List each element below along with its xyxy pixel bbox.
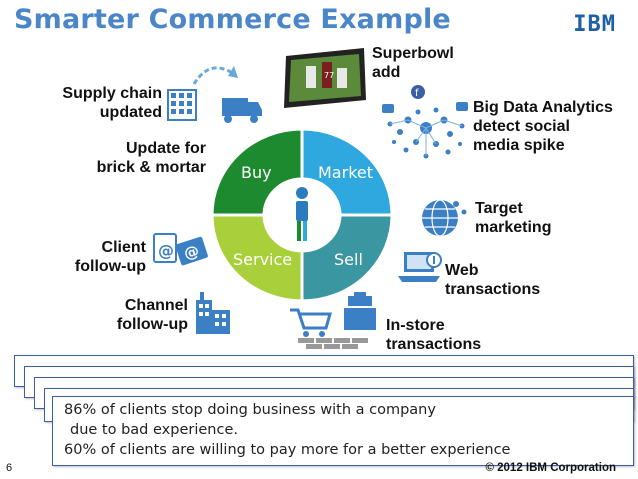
svg-text:77: 77 — [324, 71, 334, 80]
curved-arrow-icon — [192, 66, 238, 85]
instore-line1: In-store — [386, 317, 445, 334]
svg-text:@: @ — [182, 241, 202, 263]
person-icon — [296, 187, 308, 241]
ibm-logo: IBM — [573, 12, 616, 37]
web-line1: Web — [445, 262, 479, 279]
target-line1: Target — [475, 200, 523, 217]
svg-text:@: @ — [158, 241, 174, 260]
instore-line2: transactions — [386, 336, 482, 353]
building-icon — [196, 292, 230, 334]
copyright: © 2012 IBM Corporation — [485, 462, 616, 474]
page-title: Smarter Commerce Example — [14, 4, 451, 35]
client-line2: follow-up — [74, 258, 146, 275]
wheel-segment-buy — [210, 127, 304, 217]
bigdata-line1: Big Data Analytics — [473, 99, 613, 116]
wheel-label-sell: Sell — [334, 250, 363, 269]
message-line1: 86% of clients stop doing business with … — [64, 402, 436, 418]
wheel-label-service: Service — [233, 250, 293, 269]
message-line3: 60% of clients are willing to pay more f… — [64, 442, 511, 458]
warehouse-truck-icon — [167, 89, 262, 123]
supply-chain-line2: updated — [99, 104, 162, 121]
wheel-segment-market — [300, 127, 394, 217]
message-line2: due to bad experience. — [70, 422, 238, 438]
laptop-icon — [398, 252, 442, 282]
superbowl-line1: Superbowl — [372, 45, 454, 62]
wheel-label-buy: Buy — [241, 163, 272, 182]
wheel-label-market: Market — [318, 163, 373, 182]
statistics-message: 86% of clients stop doing business with … — [64, 400, 510, 460]
bigdata-line2: detect social — [473, 118, 570, 135]
target-marketing-label: Target marketing — [475, 199, 551, 237]
wheel-segment-service — [210, 213, 304, 303]
wheel-segment-sell — [300, 213, 394, 303]
store-cart-register-icon — [290, 292, 376, 349]
web-transactions-label: Web transactions — [445, 261, 540, 299]
update-for-line1: Update for — [126, 140, 206, 157]
client-line1: Client — [101, 239, 146, 256]
channel-followup-label: Channel follow-up — [98, 296, 188, 334]
page-number: 6 — [6, 462, 13, 474]
update-brick-mortar-label: Update for brick & mortar — [74, 139, 206, 177]
target-globe-icon — [422, 199, 467, 237]
commerce-cycle-wheel — [210, 127, 394, 303]
channel-line1: Channel — [124, 297, 188, 314]
bigdata-line3: media spike — [473, 137, 565, 154]
message-card — [52, 396, 634, 466]
web-line2: transactions — [445, 281, 541, 298]
supply-chain-label: Supply chain updated — [52, 84, 162, 122]
client-followup-label: Client follow-up — [60, 238, 146, 276]
social-network-icon: f — [382, 85, 468, 159]
channel-line2: follow-up — [116, 316, 188, 333]
update-for-line2: brick & mortar — [96, 159, 206, 176]
tv-screen-icon: 77 — [284, 48, 366, 108]
superbowl-line2: add — [372, 64, 401, 81]
supply-chain-line1: Supply chain — [62, 85, 162, 102]
email-followup-icon: @ @ — [153, 233, 208, 266]
superbowl-label: Superbowl add — [372, 44, 454, 82]
target-line2: marketing — [475, 219, 552, 236]
in-store-transactions-label: In-store transactions — [386, 316, 481, 354]
svg-text:f: f — [415, 88, 419, 99]
big-data-label: Big Data Analytics detect social media s… — [473, 98, 613, 155]
